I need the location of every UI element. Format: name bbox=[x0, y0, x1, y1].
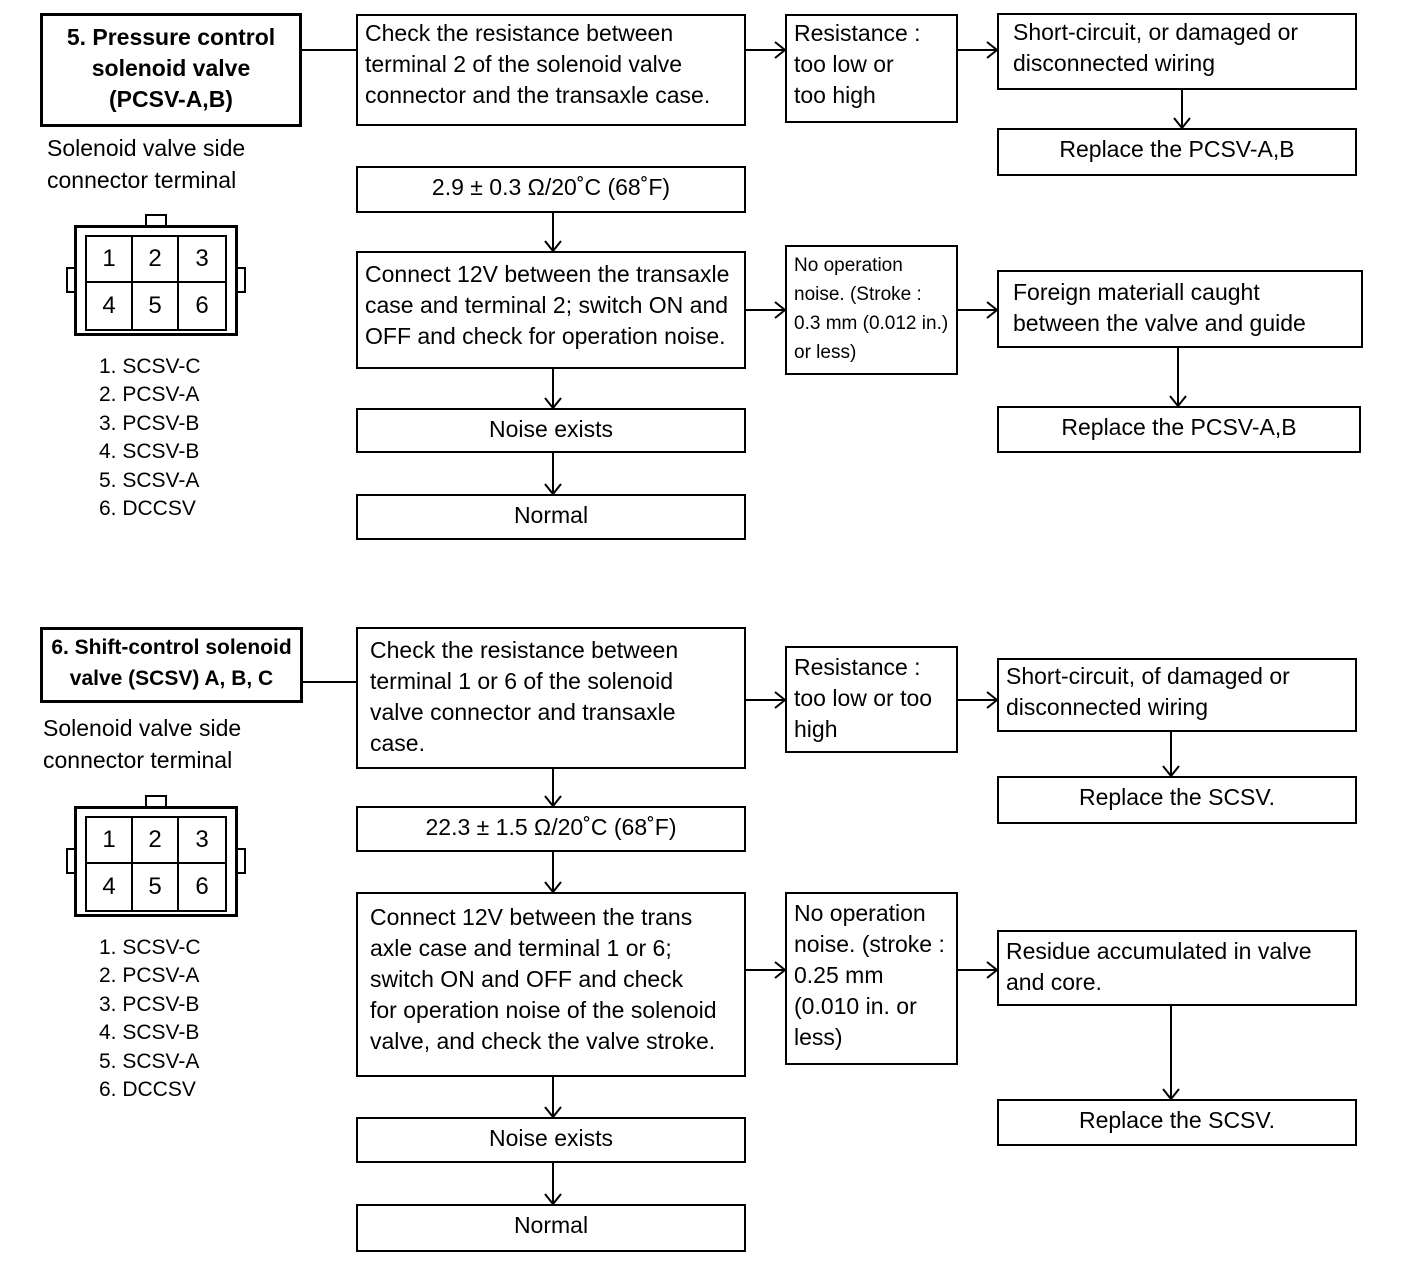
section6-spec-box: 22.3 ± 1.5 Ω/20˚C (68˚F) bbox=[356, 806, 746, 852]
section5-step1-box: Check the resistance between terminal 2 … bbox=[356, 14, 746, 126]
arrow-head bbox=[986, 691, 999, 709]
section6-cause1-box: Short-circuit, of damaged or disconnecte… bbox=[997, 658, 1357, 732]
section6-fix2-box: Replace the SCSV. bbox=[997, 1099, 1357, 1146]
section5-cause2-box: Foreign materiall caught between the val… bbox=[997, 270, 1363, 348]
arrow-head bbox=[544, 240, 562, 253]
pin-item: 5. SCSV-A bbox=[99, 468, 200, 492]
section6-fix1-box: Replace the SCSV. bbox=[997, 776, 1357, 824]
pin-item: 4. SCSV-B bbox=[99, 440, 200, 464]
pin-item: 6. DCCSV bbox=[99, 1078, 196, 1102]
section5-fix1-box: Replace the PCSV-A,B bbox=[997, 128, 1357, 176]
pin-item: 1. SCSV-C bbox=[99, 355, 201, 378]
pin-item: 4. SCSV-B bbox=[99, 1021, 200, 1045]
terminal: 2 bbox=[133, 818, 179, 864]
section5-fix2-box: Replace the PCSV-A,B bbox=[997, 406, 1361, 453]
section5-step2-box: Connect 12V between the transaxle case a… bbox=[356, 251, 746, 369]
arrow-head bbox=[986, 961, 999, 979]
terminal: 6 bbox=[195, 292, 209, 319]
arrow-head bbox=[1173, 117, 1191, 130]
arrow-head bbox=[774, 961, 787, 979]
arrow-head bbox=[1162, 1088, 1180, 1101]
arrow-head bbox=[544, 1106, 562, 1119]
pin-item: 6. DCCSV bbox=[99, 497, 196, 521]
pin-item: 2. PCSV-A bbox=[99, 964, 200, 988]
section6-cause2-box: Residue accumulated in valve and core. bbox=[997, 930, 1357, 1006]
section6-no-noise-box: No operation noise. (stroke : 0.25 mm (0… bbox=[785, 892, 958, 1065]
section5-no-noise-box: No operation noise. (Stroke : 0.3 mm (0.… bbox=[785, 245, 958, 375]
arrow-head bbox=[774, 301, 787, 319]
section6-step1-box: Check the resistance between terminal 1 … bbox=[356, 627, 746, 769]
arrow-head bbox=[544, 795, 562, 808]
section6-resistance-bad-box: Resistance : too low or too high bbox=[785, 646, 958, 753]
section5-pin-list: 1. SCSV-C 2. PCSV-A 3. PCSV-B 4. SCSV-B … bbox=[99, 353, 201, 523]
connector-body bbox=[74, 806, 238, 917]
section6-connector: 1 2 3 4 5 6 bbox=[62, 795, 250, 921]
arrow-head bbox=[1169, 395, 1187, 408]
connector-body bbox=[74, 225, 238, 336]
terminal: 1 bbox=[87, 237, 133, 283]
pin-item: 1. SCSV-C bbox=[99, 936, 201, 959]
terminal: 6 bbox=[195, 873, 209, 900]
pin-item: 2. PCSV-A bbox=[99, 383, 200, 407]
terminal: 2 bbox=[133, 237, 179, 283]
section5-cause1-box: Short-circuit, or damaged or disconnecte… bbox=[997, 13, 1357, 90]
section5-normal-box: Normal bbox=[356, 494, 746, 540]
arrow-head bbox=[774, 41, 787, 59]
section6-title: 6. Shift-control solenoid valve (SCSV) A… bbox=[40, 627, 303, 703]
section6-step2-box: Connect 12V between the trans axle case … bbox=[356, 892, 746, 1077]
section6-normal-box: Normal bbox=[356, 1204, 746, 1252]
arrow-head bbox=[544, 881, 562, 894]
terminal: 5 bbox=[133, 283, 179, 329]
terminal: 5 bbox=[133, 864, 179, 910]
section5-title: 5. Pressure control solenoid valve (PCSV… bbox=[40, 13, 302, 127]
terminal: 3 bbox=[179, 818, 225, 864]
arrow-head bbox=[1162, 765, 1180, 778]
terminal-grid: 1 2 3 4 5 6 bbox=[85, 235, 227, 331]
arrow-head bbox=[986, 301, 999, 319]
terminal: 3 bbox=[179, 237, 225, 283]
pin-item: 3. PCSV-B bbox=[99, 992, 200, 1016]
section5-noise-exists-box: Noise exists bbox=[356, 408, 746, 453]
section5-connector-caption: Solenoid valve side connector terminal bbox=[47, 135, 246, 193]
arrow-head bbox=[986, 41, 999, 59]
arrow-head bbox=[544, 1193, 562, 1206]
terminal: 1 bbox=[87, 818, 133, 864]
arrow-head bbox=[544, 397, 562, 410]
section6-noise-exists-box: Noise exists bbox=[356, 1117, 746, 1163]
section5-connector: 1 2 3 4 5 6 bbox=[62, 214, 250, 340]
section5-resistance-bad-box: Resistance : too low or too high bbox=[785, 14, 958, 123]
terminal: 4 bbox=[87, 283, 133, 329]
section6-pin-list: 1. SCSV-C 2. PCSV-A 3. PCSV-B 4. SCSV-B … bbox=[99, 934, 201, 1104]
pin-item: 5. SCSV-A bbox=[99, 1049, 200, 1073]
arrow-head bbox=[544, 483, 562, 496]
section6-connector-caption: Solenoid valve side connector terminal bbox=[43, 715, 242, 773]
terminal-grid: 1 2 3 4 5 6 bbox=[85, 816, 227, 912]
pin-item: 3. PCSV-B bbox=[99, 411, 200, 435]
arrow-head bbox=[774, 691, 787, 709]
section5-spec-box: 2.9 ± 0.3 Ω/20˚C (68˚F) bbox=[356, 166, 746, 213]
terminal: 4 bbox=[87, 864, 133, 910]
